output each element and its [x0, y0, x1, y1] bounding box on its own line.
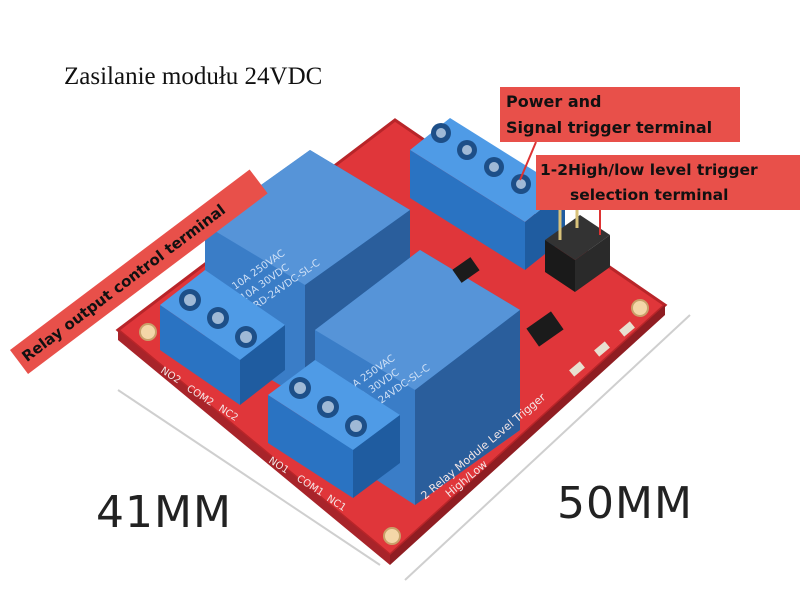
power-label-line1: Power and — [506, 92, 602, 111]
terminal-block-1 — [268, 360, 400, 498]
optocoupler-chip — [452, 257, 480, 283]
power-label-line2: Signal trigger terminal — [506, 118, 713, 137]
smd-component — [569, 361, 585, 377]
terminal-block-power — [410, 118, 565, 270]
pcb-edge-right — [390, 305, 665, 565]
dimension-line-50 — [404, 314, 691, 581]
pointer-line — [519, 141, 537, 181]
relay-bottom-side — [415, 310, 520, 505]
mounting-hole — [631, 299, 649, 317]
page-title: Zasilanie modułu 24VDC — [64, 63, 323, 90]
length-dimension: 50MM — [557, 478, 693, 529]
mounting-hole — [139, 323, 157, 341]
highlow-label-line2: selection terminal — [570, 186, 729, 204]
power-terminal-label: Power and Signal trigger terminal — [500, 87, 740, 142]
dimension-line-41 — [117, 389, 381, 566]
relay-top-face — [205, 150, 410, 285]
smd-component — [594, 341, 610, 357]
level-trigger-label: 1-2High/low level trigger selection term… — [536, 155, 800, 210]
terminal-block-2 — [160, 270, 285, 405]
smd-component — [619, 321, 635, 337]
pcb-edge — [118, 330, 390, 565]
width-dimension: 41MM — [96, 487, 232, 538]
optocoupler-chip — [526, 311, 564, 347]
relay-bottom-face — [315, 250, 520, 390]
mounting-hole — [383, 527, 401, 545]
highlow-label-line1: 1-2High/low level trigger — [540, 161, 758, 179]
